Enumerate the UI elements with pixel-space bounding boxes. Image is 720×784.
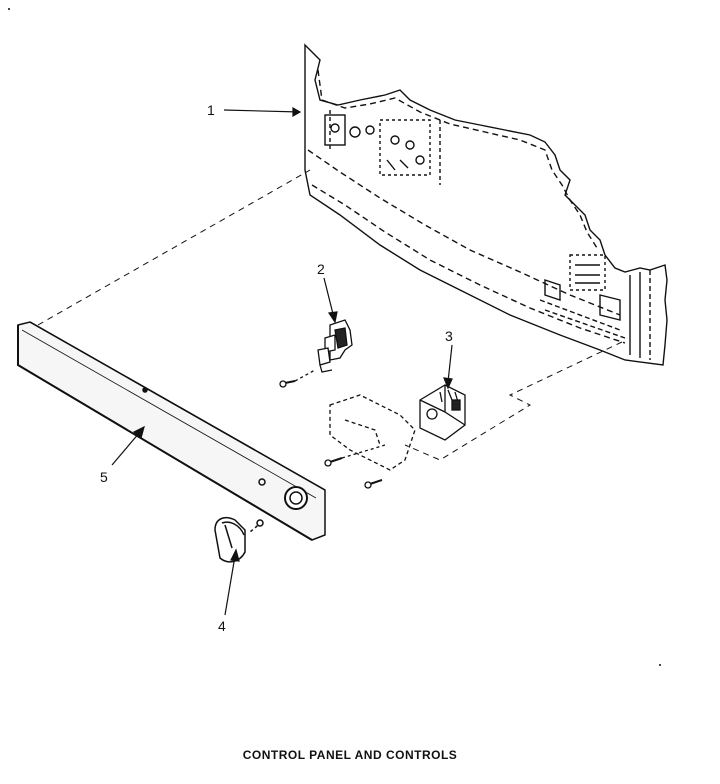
callout-leaders [111, 106, 453, 616]
control-switch-part [324, 384, 466, 489]
diagram-caption: CONTROL PANEL AND CONTROLS [242, 748, 458, 762]
callout-5: 5 [100, 469, 108, 485]
callout-1: 1 [207, 102, 215, 118]
alignment-lines [37, 169, 623, 461]
knob-opening [284, 486, 308, 510]
switch-part [279, 319, 353, 388]
knob-part [214, 517, 264, 563]
callout-2: 2 [317, 261, 325, 277]
callout-3: 3 [445, 328, 453, 344]
cabinet-housing [304, 43, 668, 366]
callout-4: 4 [218, 618, 226, 634]
callout-labels: 1 2 3 4 5 [100, 102, 453, 634]
control-panel [17, 321, 326, 541]
